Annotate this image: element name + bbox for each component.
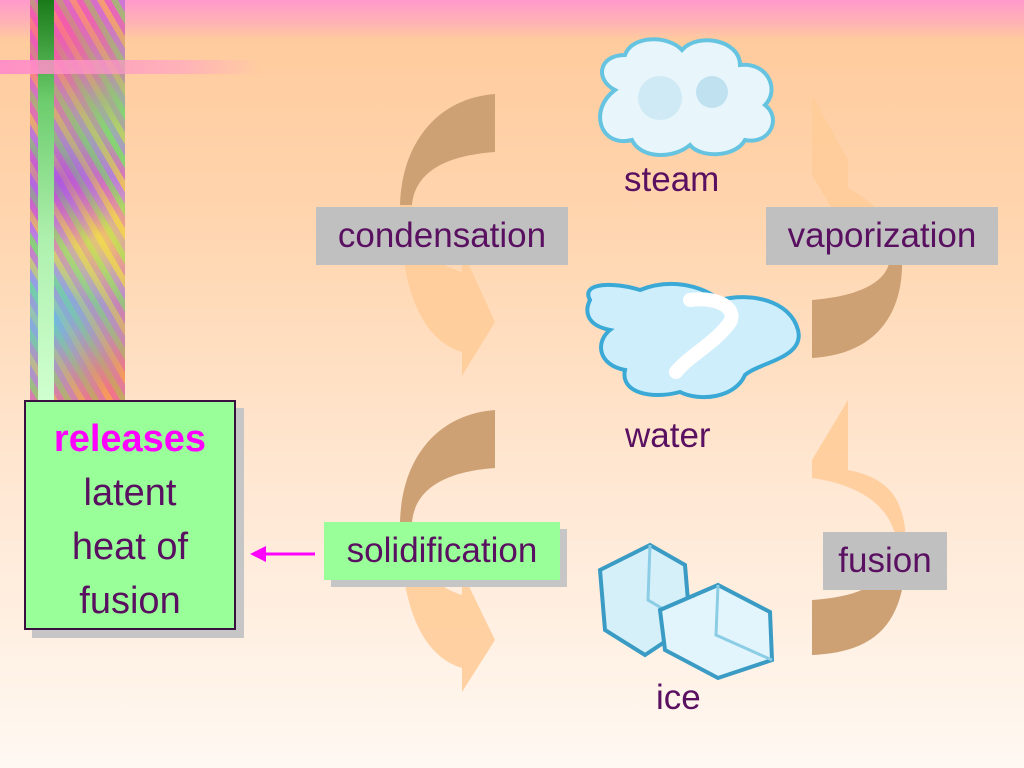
process-condensation: condensation <box>316 207 568 265</box>
arrow-left-icon <box>250 546 315 562</box>
fusion-arrow-top <box>812 400 906 540</box>
decorative-green-bar <box>38 0 54 400</box>
callout-releases: releases <box>53 418 207 460</box>
callout-line-2: latent <box>83 472 177 514</box>
solidification-arrow-top <box>400 410 495 522</box>
fusion-arrow-bottom <box>812 540 907 655</box>
decorative-pink-line <box>0 60 260 74</box>
cloud-icon <box>598 37 775 158</box>
callout-line-3: heat of <box>71 526 189 568</box>
state-label-steam: steam <box>624 160 720 199</box>
condensation-arrow-top <box>400 94 495 205</box>
callout-line-4: fusion <box>79 580 181 622</box>
latent-heat-callout: releases latent heat of fusion <box>24 400 236 630</box>
ice-cubes-icon <box>597 542 775 681</box>
puddle-icon <box>585 282 801 400</box>
state-label-ice: ice <box>656 678 701 717</box>
process-solidification: solidification <box>324 522 560 580</box>
state-label-water: water <box>625 416 711 455</box>
top-band <box>0 0 1024 40</box>
solidification-arrow-bottom <box>400 522 495 692</box>
process-fusion: fusion <box>823 532 947 590</box>
process-vaporization: vaporization <box>766 207 998 265</box>
vaporization-arrow-bottom <box>812 258 903 358</box>
